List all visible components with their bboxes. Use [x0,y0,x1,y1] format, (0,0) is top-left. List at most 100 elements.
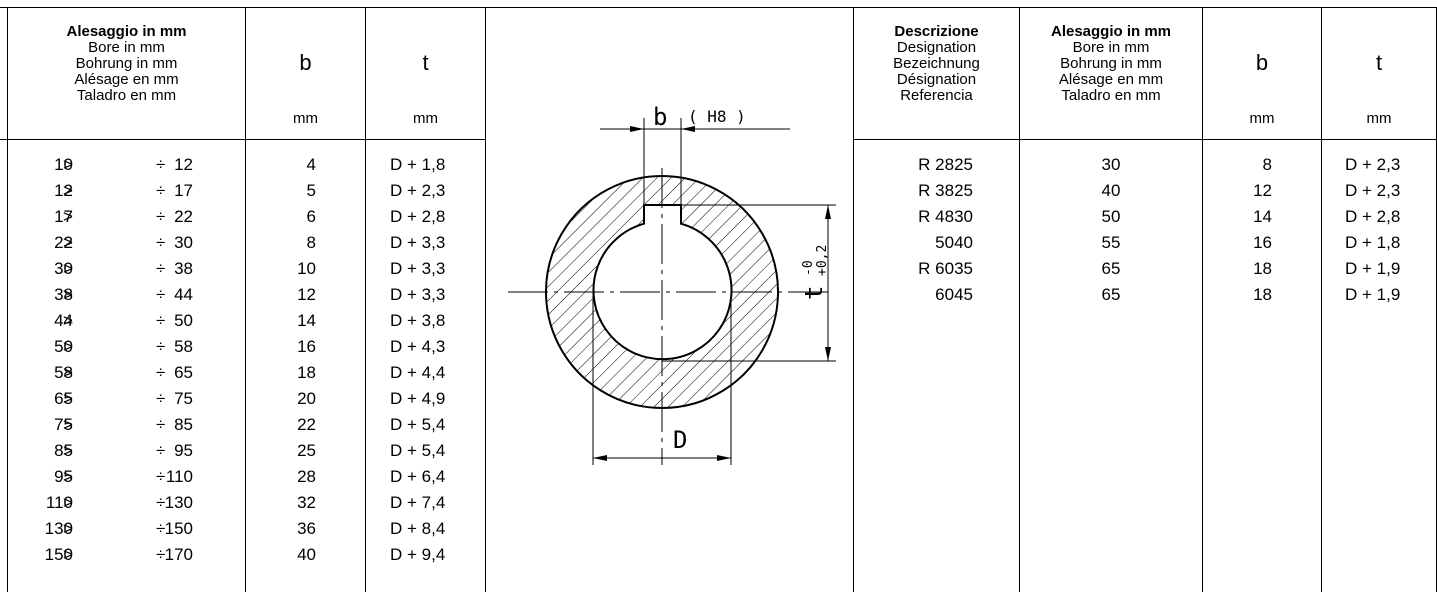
b-value: 4 [306,155,316,174]
t-value: D + 2,3 [1345,155,1401,174]
bore-max: 50 [174,311,193,330]
gt-sign: > [63,389,73,408]
bore-min: 38 [54,285,73,304]
bore-header-de: Bohrung in mm [75,55,178,72]
designation-value: R 2825 [918,155,973,174]
left-b-column: 4 5 6 8 10 12 14 16 18 20 22 25 28 32 36… [246,152,316,568]
table-row: >85÷95 [54,438,193,464]
bore-min: 50 [54,337,73,356]
gt-sign: > [63,519,73,538]
range-sign: ÷ [156,493,166,512]
designation-header-es: Referencia [900,87,973,104]
range-sign: ÷ [156,545,166,564]
range-sign: ÷ [156,337,166,356]
gt-sign: > [63,155,73,174]
hub-section [545,175,779,409]
bore-min: 17 [54,207,73,226]
range-sign: ÷ [156,311,166,330]
column-divider [485,7,486,592]
bore-min: 10 [54,155,73,174]
right-designation-header: Descrizione Designation Bezeichnung Dési… [854,24,1019,104]
bore-min: 58 [54,363,73,382]
bore-max: 58 [174,337,193,356]
designation-value: 5040 [935,233,973,252]
t-value: D + 3,3 [390,285,446,304]
designation-header-fr: Désignation [896,71,977,88]
t-value: D + 5,4 [390,441,446,460]
b-value: 18 [297,363,316,382]
top-border [0,7,1437,8]
bore-max: 110 [165,467,193,486]
designation-value: 6045 [935,285,973,304]
t-value: D + 2,8 [390,207,446,226]
bore-min: 12 [54,181,73,200]
header-separator-left [0,139,485,140]
table-row: >12÷17 [54,178,193,204]
gt-sign: > [63,259,73,278]
designation-header-en: Designation [896,39,977,56]
b-value: 18 [1253,259,1272,278]
bore-max: 44 [174,285,193,304]
column-divider [1019,7,1020,592]
d-arrow-right [717,455,731,461]
table-row: >22 ÷ 30 [54,230,193,256]
bore-max: 30 [174,233,193,252]
right-b-unit: mm [1249,110,1275,127]
t-value: D + 1,8 [390,155,446,174]
bore-max: 22 [174,207,193,226]
bore-min: 30 [54,259,73,278]
b-value: 8 [1262,155,1272,174]
gt-sign: > [63,233,73,252]
b-value: 16 [297,337,316,356]
bore-min: 65 [54,389,73,408]
table-row: >30÷38 [54,256,193,282]
b-value: 12 [297,285,316,304]
gt-sign: > [63,363,73,382]
column-divider [7,7,8,592]
bore-min: 22 [54,233,73,252]
keyway-drawing: b ( H8 ) t +0,2 -0 D [508,103,836,465]
b-value: 14 [1253,207,1272,226]
b-arrow-right [681,126,695,132]
bore-header-en: Bore in mm [1072,39,1150,56]
bore-max: 150 [164,519,193,538]
bore-min: 130 [44,519,73,538]
table-row: >44÷50 [54,308,193,334]
b-value: 16 [1253,233,1272,252]
bore-max: 85 [174,415,193,434]
b-value: 5 [306,181,316,200]
t-value: D + 5,4 [390,415,446,434]
bore-max: 130 [164,493,193,512]
bore-header-es: Taladro en mm [1061,87,1161,104]
range-sign: ÷ [156,285,166,304]
column-divider [853,7,854,592]
bore-value: 65 [1101,259,1121,278]
range-sign: ÷ [156,233,166,252]
range-sign: ÷ [156,415,166,434]
table-row: >95÷110 [54,464,193,490]
b-value: 32 [297,493,316,512]
range-sign: ÷ [156,363,166,382]
bore-min: 95 [54,467,73,486]
t-label: t [800,286,828,300]
designation-value: R 4830 [918,207,973,226]
t-value: D + 1,9 [1345,259,1401,278]
t-value: D + 2,8 [1345,207,1401,226]
right-bore-header: Alesaggio in mm Bore in mm Bohrung in mm… [1020,24,1202,104]
left-bore-header: Alesaggio in mm Bore in mm Bohrung in mm… [8,24,245,104]
bore-header-en: Bore in mm [88,39,165,56]
t-value: D + 4,4 [390,363,446,382]
bore-min: 44 [54,311,73,330]
gt-sign: > [63,441,73,460]
t-tolerance-lower: -0 [801,260,816,276]
b-value: 22 [297,415,316,434]
bore-value: 55 [1101,233,1121,252]
d-label: D [673,426,687,454]
gt-sign: > [63,285,73,304]
right-t-header: t [1375,50,1383,75]
b-value: 18 [1253,285,1272,304]
right-b-header: b [1255,50,1269,75]
t-value: D + 9,4 [390,545,446,564]
bore-header-it: Alesaggio in mm [66,23,187,40]
